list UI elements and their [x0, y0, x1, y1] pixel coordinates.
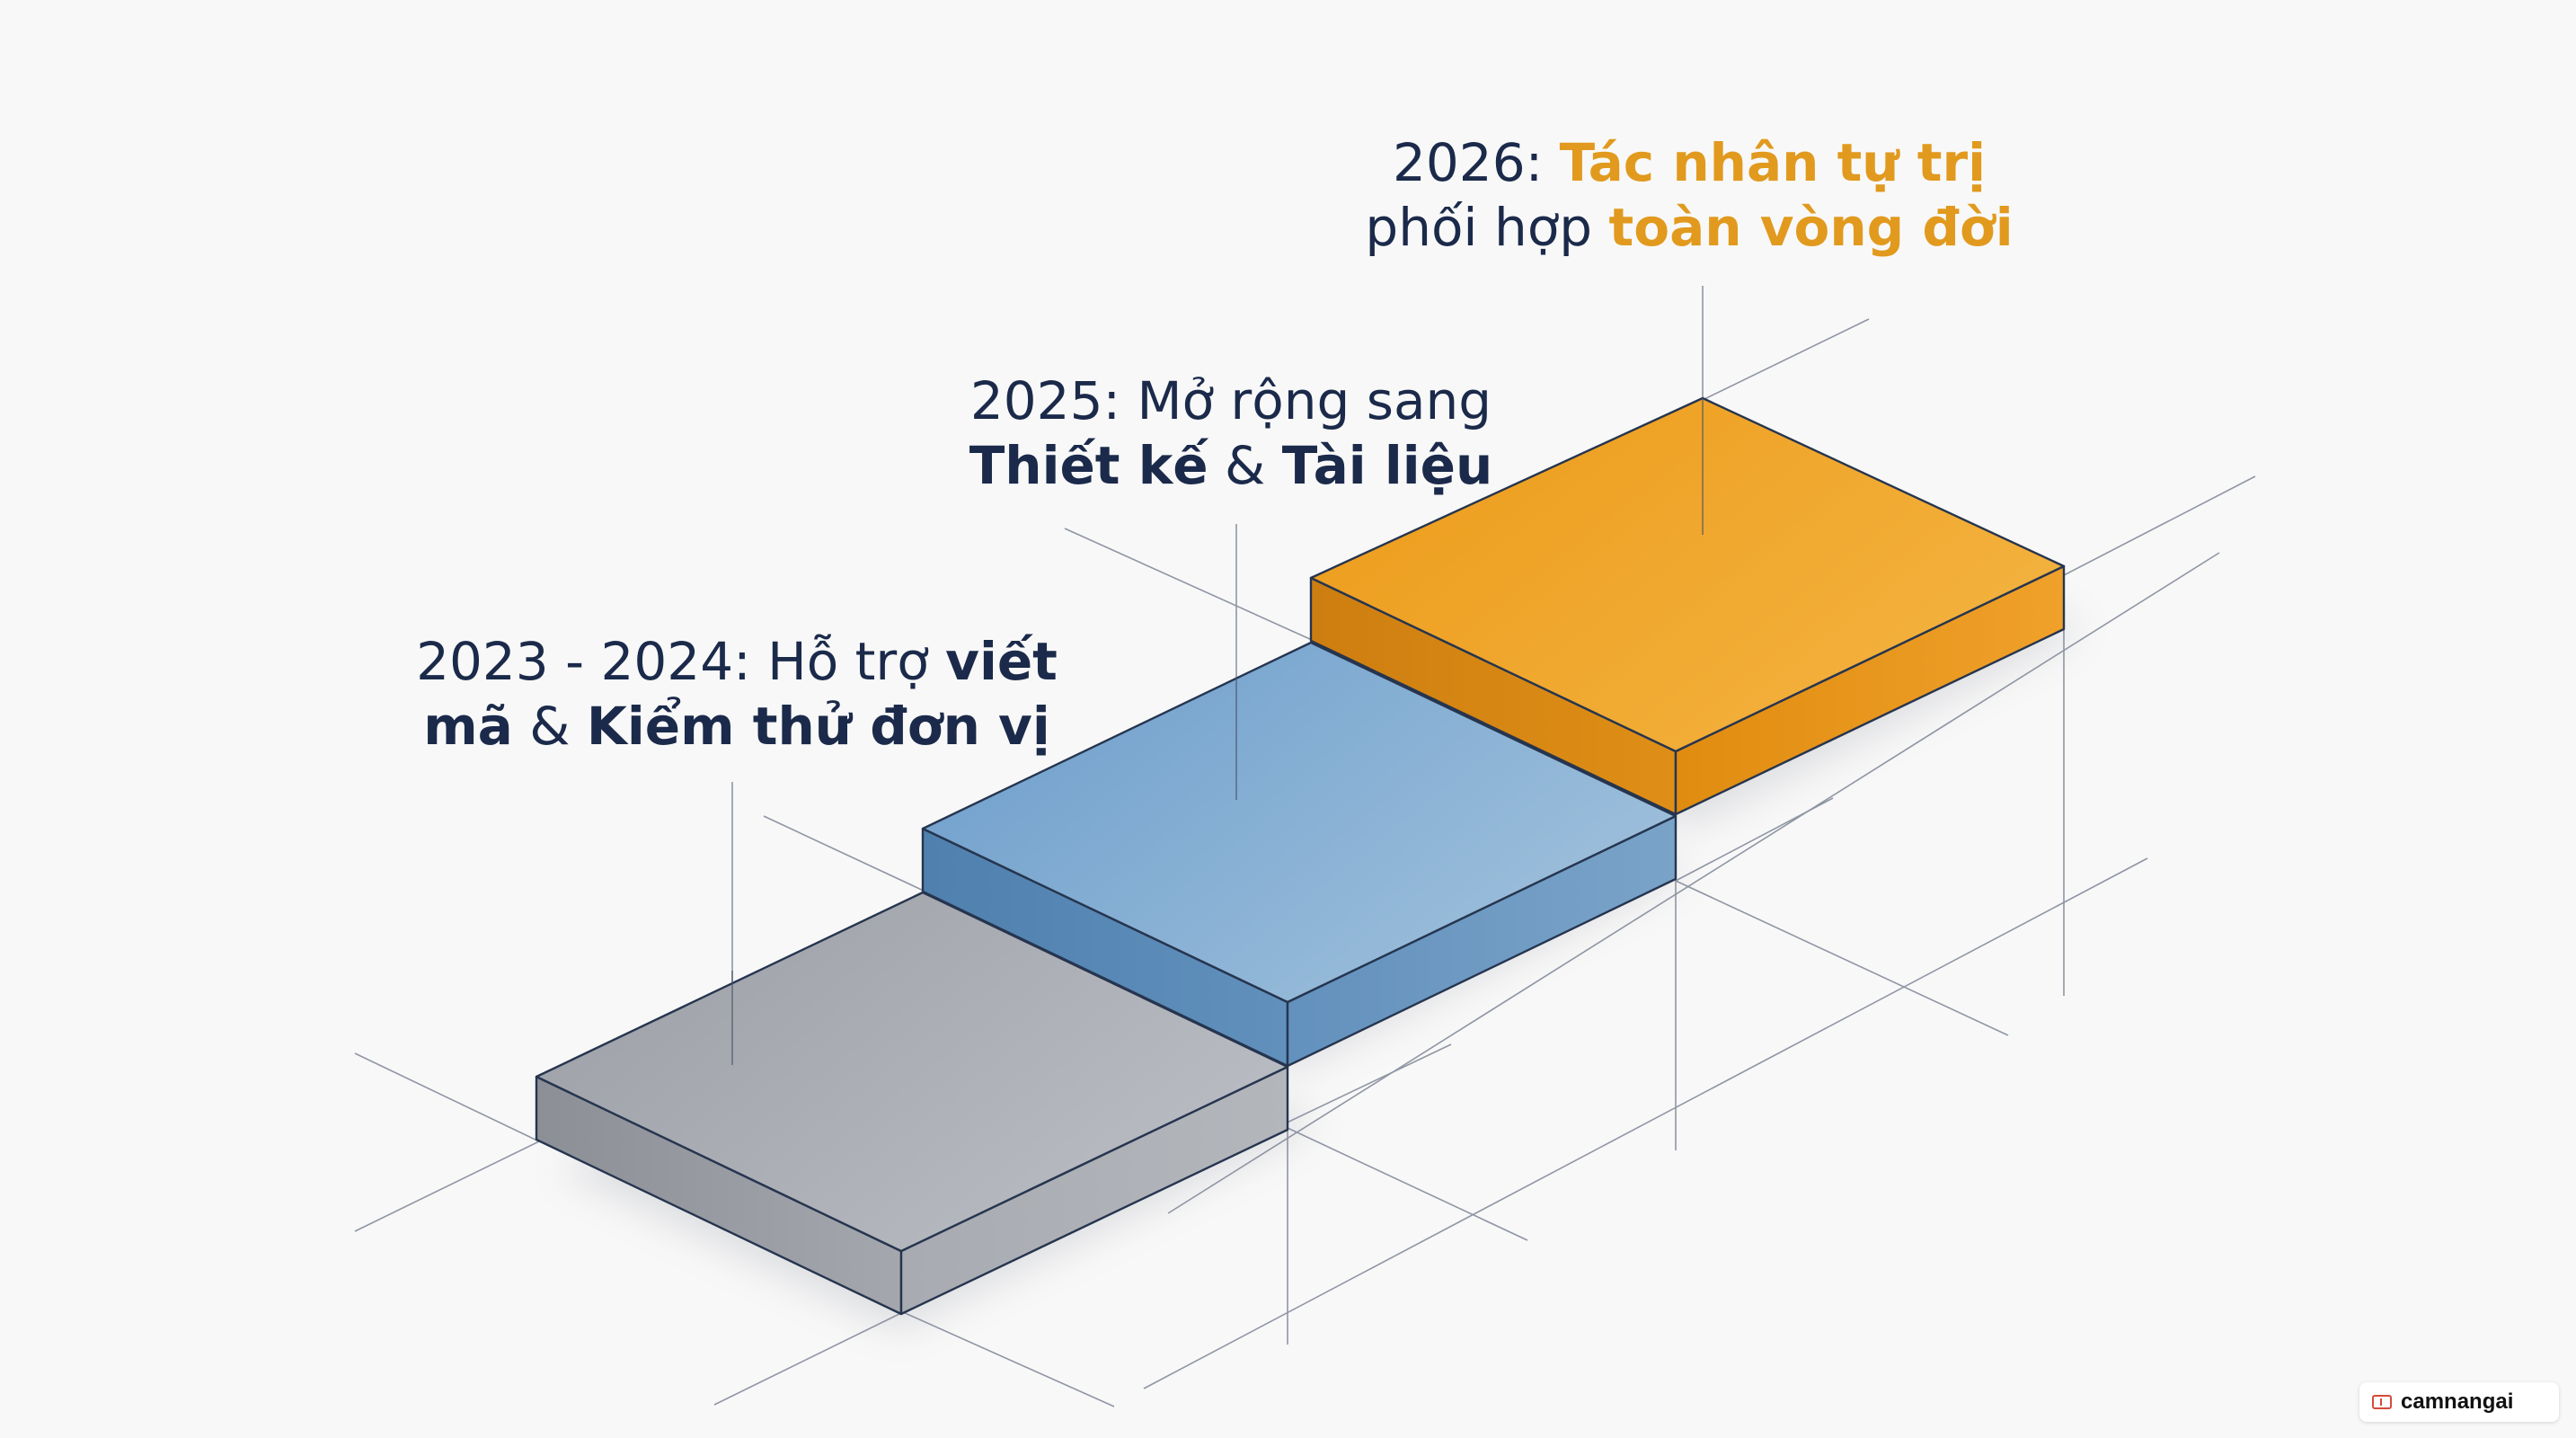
step-label-line-2: mã & Kiểm thử đơn vị	[377, 694, 1096, 759]
step-label-highlight: viết	[945, 631, 1058, 692]
guide-line	[1702, 318, 1870, 401]
guide-line	[1167, 552, 2220, 1214]
step-label-text: 2026:	[1392, 132, 1560, 193]
guide-line	[1675, 880, 2009, 1036]
step-block-2023-2024	[535, 891, 1289, 1316]
step-label-text: &	[512, 696, 587, 757]
guide-line	[713, 1311, 904, 1406]
step-label-line-2: phối hợp toàn vòng đời	[1330, 195, 2049, 260]
guide-line	[1675, 797, 1834, 882]
step-label-text: phối hợp	[1365, 197, 1609, 258]
step-label-highlight: Kiểm thử đơn vị	[586, 696, 1050, 757]
step-label-text: &	[1208, 435, 1282, 496]
watermark-badge[interactable]: camnangai	[2359, 1382, 2559, 1422]
book-icon	[2372, 1395, 2392, 1409]
leader-overlays	[731, 398, 1704, 1065]
step-label-2026: 2026: Tác nhân tự trị phối hợp toàn vòng…	[1330, 130, 2049, 260]
step-block-2025	[921, 641, 1677, 1068]
step-label-line-1: 2025: Mở rộng sang	[916, 368, 1545, 433]
guide-line	[763, 815, 926, 892]
guide-line	[902, 1311, 1115, 1407]
blue-block-top-face	[921, 641, 1677, 1004]
step-label-text: 2023 - 2024: Hỗ trợ	[416, 631, 946, 692]
step-label-text: 2025: Mở rộng sang	[969, 370, 1492, 431]
guide-line	[1143, 857, 2148, 1389]
step-label-line-1: 2023 - 2024: Hỗ trợ viết	[377, 629, 1096, 694]
guide-line	[1064, 528, 1313, 641]
guide-line	[1287, 1127, 1528, 1241]
step-label-line-2: Thiết kế & Tài liệu	[916, 433, 1545, 498]
step-label-2025: 2025: Mở rộng sang Thiết kế & Tài liệu	[916, 368, 1545, 498]
step-block-2026	[1309, 396, 2066, 816]
step-label-highlight: toàn vòng đời	[1608, 197, 2014, 258]
orange-block-top-face	[1309, 396, 2066, 753]
guide-line	[2063, 475, 2256, 576]
step-label-highlight: mã	[423, 696, 513, 757]
guide-line	[354, 1141, 540, 1232]
guide-line	[354, 1052, 540, 1142]
step-label-highlight: Tài liệu	[1281, 435, 1493, 496]
step-label-highlight: Thiết kế	[969, 435, 1208, 496]
step-label-line-1: 2026: Tác nhân tự trị	[1330, 130, 2049, 195]
step-label-2023-2024: 2023 - 2024: Hỗ trợ viết mã & Kiểm thử đ…	[377, 629, 1096, 759]
step-label-highlight: Tác nhân tự trị	[1559, 132, 1986, 193]
watermark-text: camnangai	[2401, 1389, 2514, 1414]
